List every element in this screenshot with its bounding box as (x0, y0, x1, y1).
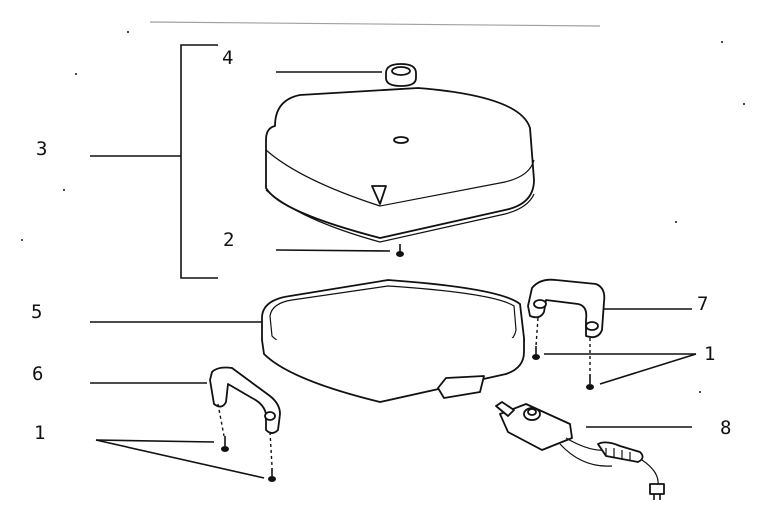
callout-8: 8 (720, 417, 732, 439)
callout-7: 7 (697, 293, 709, 315)
callout-4: 4 (222, 47, 234, 69)
callout-2: 2 (223, 229, 235, 251)
left-screws (221, 436, 276, 482)
lid-assembly-bracket (90, 44, 218, 279)
callout-6: 6 (32, 363, 44, 385)
fry-pan (261, 279, 525, 403)
leader-1-right (544, 353, 697, 385)
callout-3: 3 (36, 138, 48, 160)
scan-specks (21, 31, 745, 393)
temperature-control-cord (495, 401, 665, 500)
left-handle (209, 366, 281, 467)
lid (265, 87, 535, 243)
right-handle (527, 278, 606, 372)
scan-artifact-line (149, 21, 601, 27)
leader-2 (275, 249, 391, 252)
callout-1-left: 1 (34, 422, 46, 444)
right-screws (532, 346, 594, 390)
callout-1-right: 1 (704, 343, 716, 365)
leader-1-left (95, 439, 265, 479)
lid-screw (396, 244, 404, 257)
callout-5: 5 (31, 301, 43, 323)
